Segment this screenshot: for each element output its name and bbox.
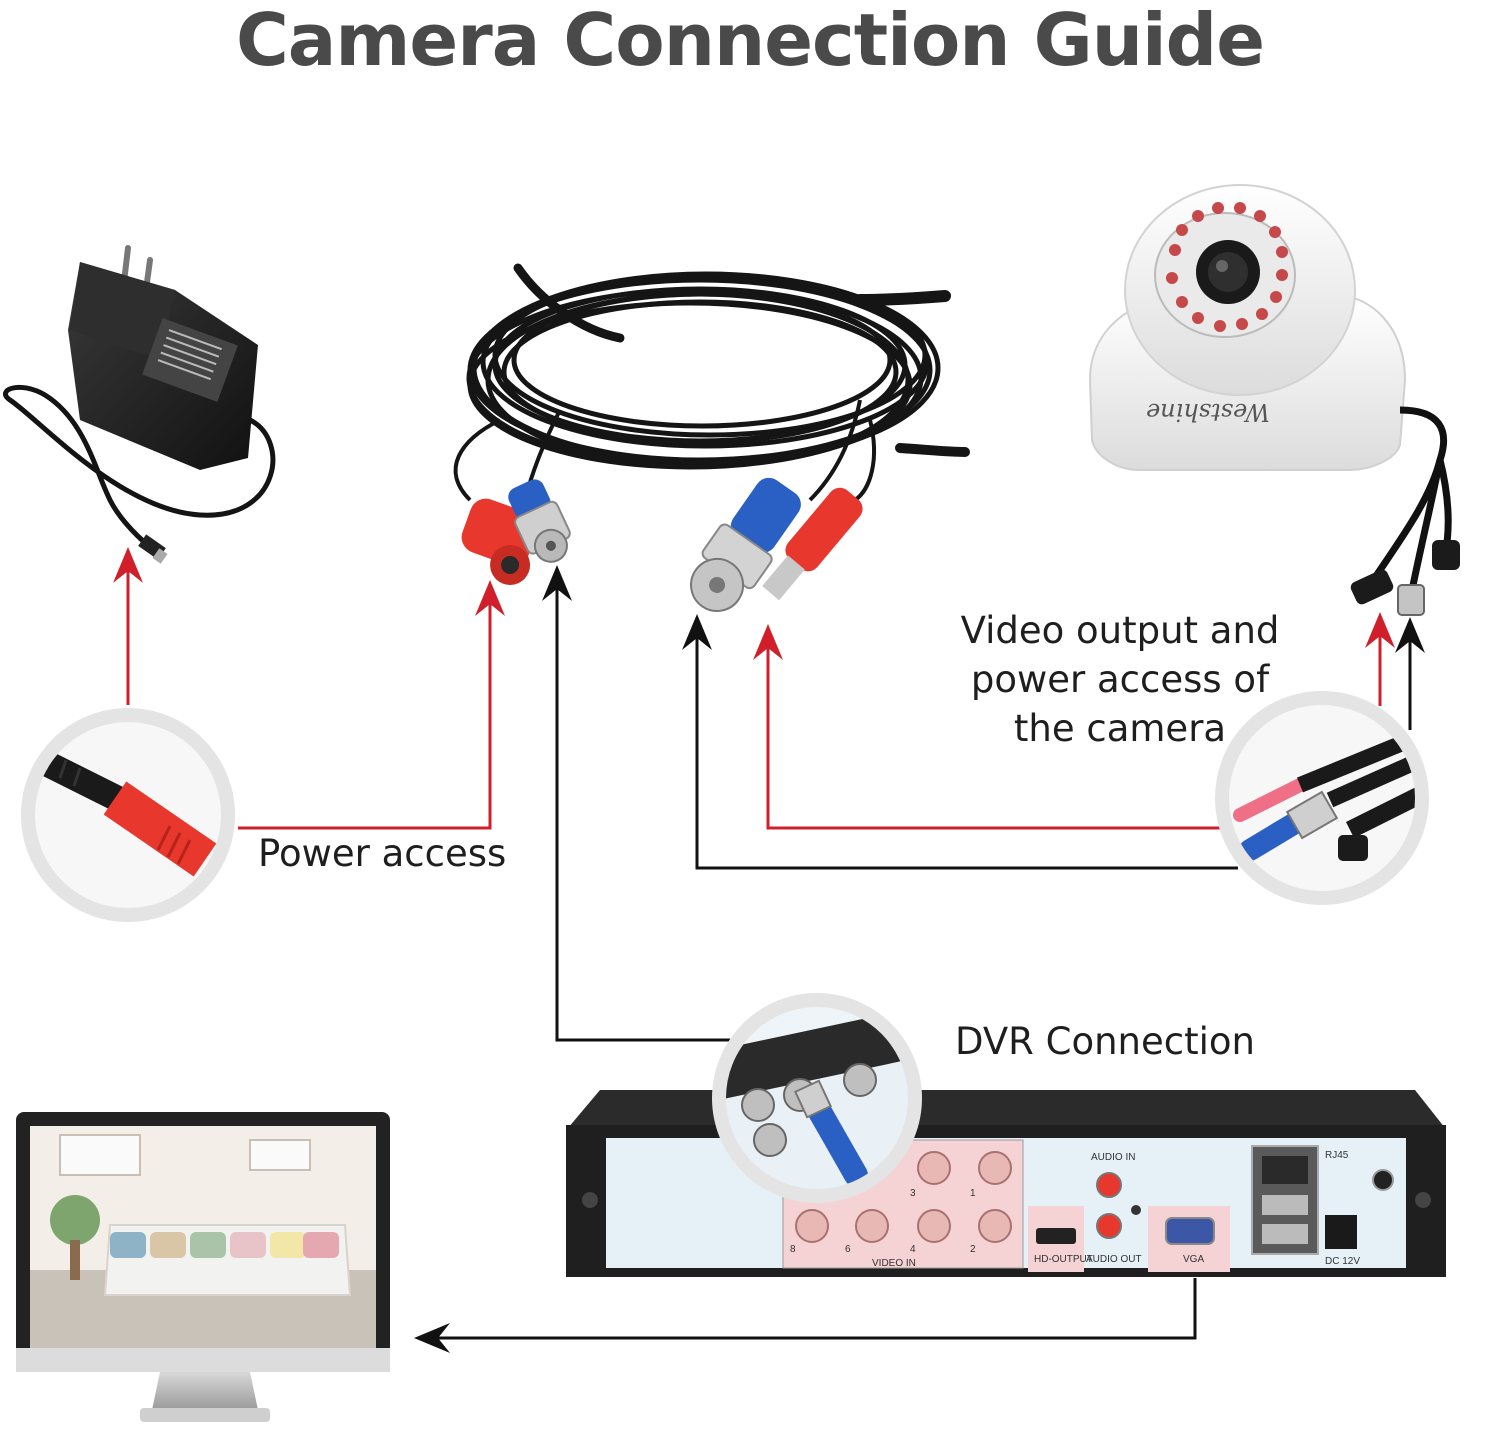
monitor [16, 1112, 390, 1422]
audio-out-label: AUDIO OUT [1086, 1254, 1142, 1265]
video-line-dvr-to-cable [557, 583, 730, 1040]
video-output-label-line-1: Video output and [960, 606, 1280, 655]
channel-label-2: 2 [970, 1244, 976, 1255]
channel-label-8: 8 [790, 1244, 796, 1255]
vga-line-dvr-to-monitor [432, 1278, 1195, 1338]
dc-label: DC 12V [1325, 1256, 1360, 1267]
rj45-label: RJ45 [1325, 1150, 1349, 1161]
vga-label: VGA [1183, 1254, 1204, 1265]
power-plug-closeup [28, 715, 228, 915]
power-adapter [5, 248, 272, 564]
power-access-label: Power access [258, 832, 506, 875]
dvr-recorder: 8 6 4 2 3 1 VIDEO IN AUDIO IN AUDIO OUT … [566, 1090, 1446, 1277]
video-in-label: VIDEO IN [872, 1258, 916, 1269]
hd-output-label: HD-OUTPUT [1034, 1254, 1093, 1265]
power-line-cable-female [238, 598, 490, 828]
dome-camera: Westshine [1090, 185, 1460, 615]
channel-label-6: 6 [845, 1244, 851, 1255]
channel-label-3: 3 [910, 1188, 916, 1199]
channel-label-4: 4 [910, 1244, 916, 1255]
bnc-power-cable [451, 268, 965, 624]
channel-label-1: 1 [970, 1188, 976, 1199]
audio-in-label: AUDIO IN [1091, 1152, 1135, 1163]
dvr-connection-label: DVR Connection [955, 1020, 1255, 1063]
video-output-label: Video output and power access of the cam… [960, 606, 1280, 753]
camera-brand: Westshine [1146, 398, 1270, 426]
video-output-label-line-2: power access of [960, 655, 1280, 704]
video-output-label-line-3: the camera [960, 704, 1280, 753]
